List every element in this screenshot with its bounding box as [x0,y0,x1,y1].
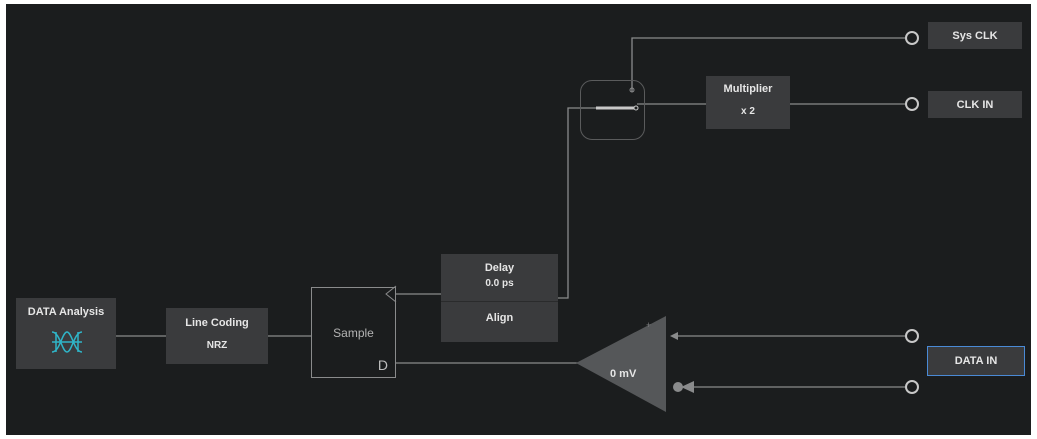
comparator-shape[interactable] [576,316,666,412]
delay-value: 0.0 ps [485,278,514,289]
sys-clk-connector-icon[interactable] [905,31,919,45]
multiplier-title: Multiplier [723,83,773,95]
clk-in-port-label[interactable]: CLK IN [928,91,1022,118]
data-analysis-title: DATA Analysis [27,306,105,318]
data-in-negative-connector-icon[interactable] [905,380,919,394]
line-coding-block[interactable]: Line Coding NRZ [166,308,268,364]
comparator-plus-mark: + [646,320,651,330]
wire-layer: + [116,31,919,412]
wire-delay-mux [558,107,596,299]
delay-title: Delay [484,262,515,274]
sys-clk-port-label[interactable]: Sys CLK [928,22,1022,49]
clock-selector-mux[interactable] [580,80,645,140]
sample-block[interactable]: Sample D [311,287,396,378]
negative-input-dot-icon [673,382,683,392]
signal-path-diagram: + DATA Analysis Line Coding NRZ Sample D [6,4,1031,435]
multiplier-value: x 2 [741,106,755,117]
align-button[interactable]: Align [485,312,514,324]
line-coding-title: Line Coding [185,317,249,329]
clk-in-connector-icon[interactable] [905,97,919,111]
sample-label: Sample [333,326,374,340]
eye-diagram-icon [51,331,83,353]
mux-output-dot [633,105,639,111]
delay-block[interactable]: Delay 0.0 ps Align [441,254,558,342]
multiplier-block[interactable]: Multiplier x 2 [706,76,790,129]
delay-divider [441,301,558,302]
data-in-positive-connector-icon[interactable] [905,329,919,343]
positive-input-arrow-icon [670,332,678,340]
wire-mux-sysclk [631,37,906,92]
sample-data-pin: D [377,357,388,373]
data-analysis-block[interactable]: DATA Analysis [16,298,116,369]
comparator-threshold-value: 0 mV [610,368,637,380]
negative-input-arrow-icon [681,381,694,393]
data-in-port-label[interactable]: DATA IN [927,346,1025,376]
clock-input-marker [385,285,397,303]
line-coding-value: NRZ [206,340,228,351]
